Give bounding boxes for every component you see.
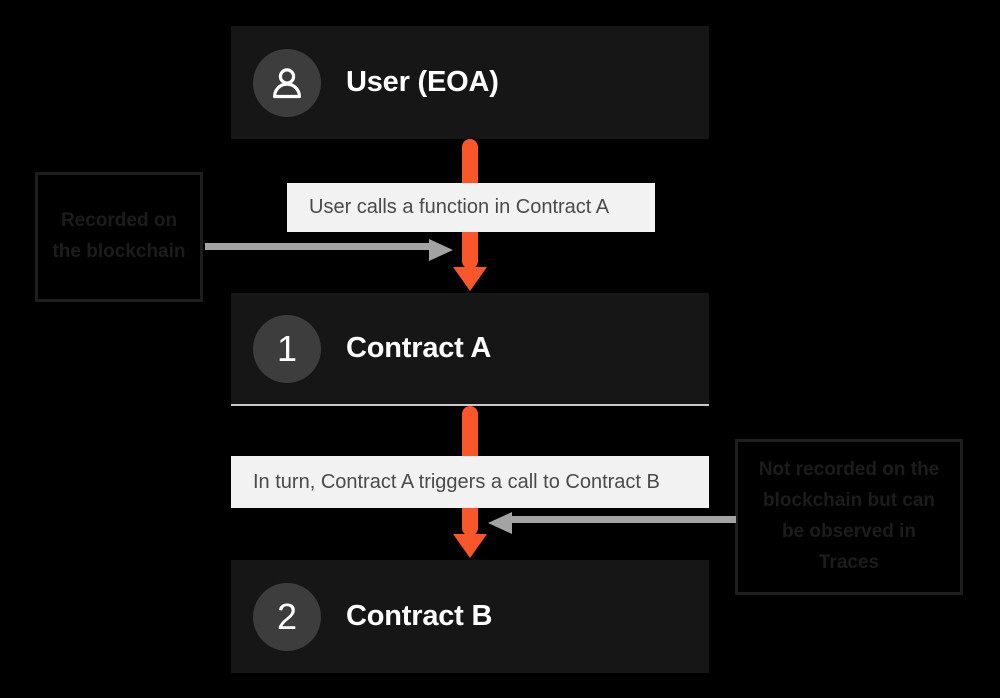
arrow-shaft <box>205 243 433 250</box>
pointer-arrow-left <box>205 239 453 261</box>
node-label: User (EOA) <box>346 66 499 98</box>
node-contract-a[interactable]: 1 Contract A <box>231 293 709 406</box>
caption-user-calls-function: User calls a function in Contract A <box>287 183 655 232</box>
arrow-head-icon <box>488 512 512 534</box>
node-contract-b[interactable]: 2 Contract B <box>231 560 709 673</box>
node-label: Contract A <box>346 332 492 364</box>
annotation-recorded-on-blockchain: Recorded on the blockchain <box>35 172 203 302</box>
step-number-badge: 2 <box>253 582 321 651</box>
caption-contract-a-triggers-call: In turn, Contract A triggers a call to C… <box>231 456 709 508</box>
person-icon <box>253 48 321 117</box>
arrow-head-icon <box>453 267 487 291</box>
arrow-head-icon <box>453 534 487 558</box>
annotation-text: Not recorded on the blockchain but can b… <box>758 459 940 573</box>
annotation-not-recorded-traces: Not recorded on the blockchain but can b… <box>735 439 963 595</box>
arrow-shaft <box>512 516 736 523</box>
arrow-head-icon <box>429 239 453 261</box>
annotation-text: Recorded on the blockchain <box>52 210 186 262</box>
pointer-arrow-right <box>488 512 736 534</box>
node-label: Contract B <box>346 600 493 632</box>
caption-text: User calls a function in Contract A <box>309 196 610 218</box>
node-user-eoa[interactable]: User (EOA) <box>231 26 709 139</box>
caption-text: In turn, Contract A triggers a call to C… <box>253 470 660 493</box>
step-number-badge: 1 <box>253 314 321 383</box>
